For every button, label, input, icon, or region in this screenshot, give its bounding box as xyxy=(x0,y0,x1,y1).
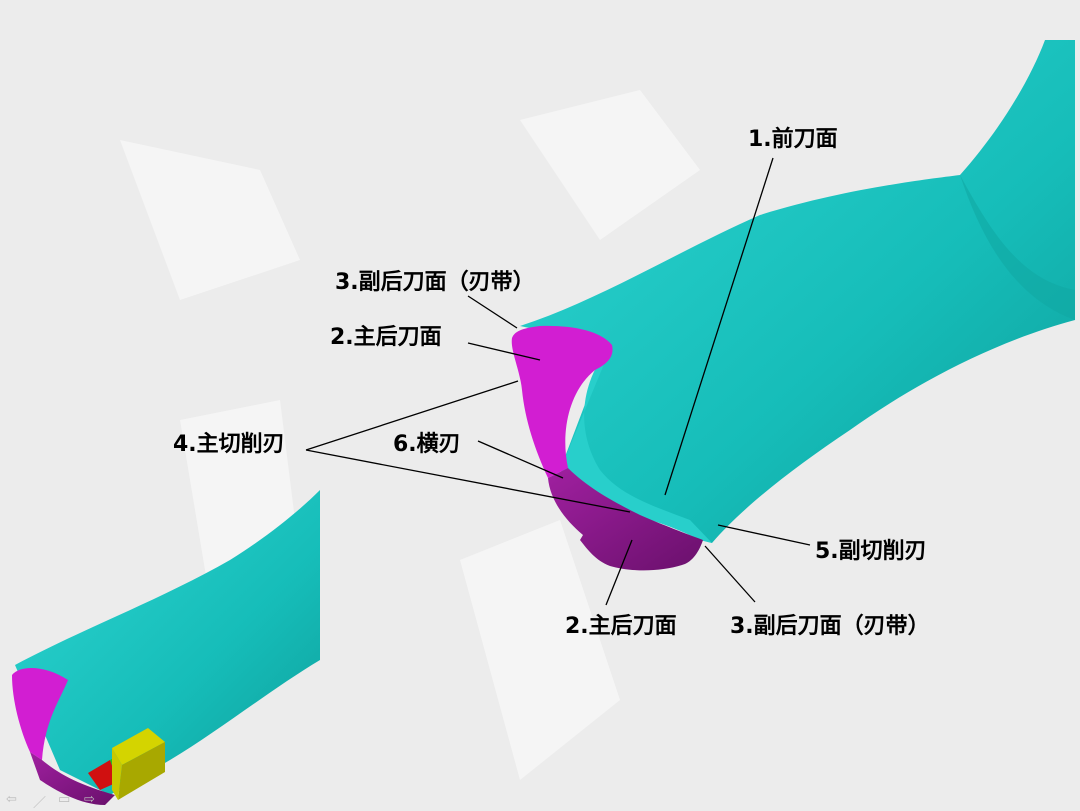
small-drill-body xyxy=(15,490,320,795)
label-main-cutting-edge: 4.主切削刃 xyxy=(173,432,285,457)
leader-flank-main-top xyxy=(467,342,541,361)
back-arrow-icon[interactable]: ⇦ xyxy=(6,792,17,807)
small-main-flank-lower xyxy=(30,752,115,805)
label-flank-aux-bottom: 3.副后刀面（刃带） xyxy=(730,614,930,639)
label-flank-aux-top: 3.副后刀面（刃带） xyxy=(335,270,535,295)
leader-main-edge-2 xyxy=(305,449,631,513)
yellow-block-front xyxy=(118,742,165,800)
leader-lines xyxy=(305,157,811,606)
main-flank-face xyxy=(511,325,613,478)
main-flank-lower xyxy=(548,468,703,571)
leader-chisel-edge xyxy=(477,440,564,479)
label-flank-main-top: 2.主后刀面 xyxy=(330,325,442,350)
forward-arrow-icon[interactable]: ⇨ xyxy=(84,792,95,807)
label-flank-main-bottom: 2.主后刀面 xyxy=(565,614,677,639)
drill-main xyxy=(511,40,1075,571)
drill-body xyxy=(520,40,1075,543)
leader-flank-aux-bottom xyxy=(704,545,756,603)
helix-shadow xyxy=(960,175,1075,320)
leader-aux-edge xyxy=(717,524,811,546)
leader-flank-main-bottom xyxy=(605,539,633,606)
leader-rake-face xyxy=(664,157,774,496)
pen-icon[interactable]: ／ xyxy=(33,796,47,811)
label-chisel-edge: 6.横刃 xyxy=(393,432,461,457)
leader-flank-aux-top xyxy=(467,295,518,329)
leader-main-edge-1 xyxy=(305,380,519,451)
label-aux-cutting-edge: 5.副切削刃 xyxy=(815,539,927,564)
drill-small xyxy=(12,490,320,805)
yellow-block-top xyxy=(112,728,165,765)
label-rake-face: 1.前刀面 xyxy=(748,127,838,152)
small-main-flank xyxy=(12,668,68,760)
red-block xyxy=(88,760,118,790)
yellow-block-side xyxy=(112,748,122,800)
menu-icon[interactable]: ▭ xyxy=(58,792,71,807)
